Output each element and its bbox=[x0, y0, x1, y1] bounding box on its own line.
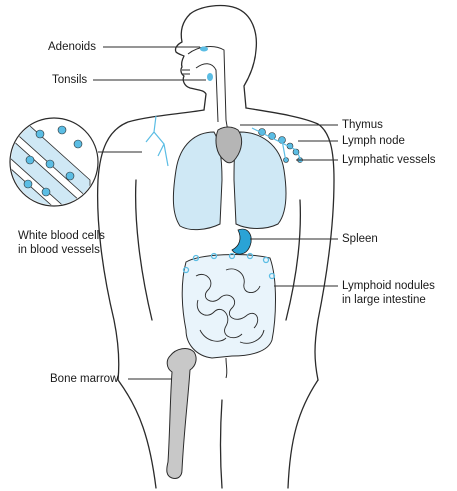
small-intestine bbox=[195, 268, 265, 344]
body-outline bbox=[97, 4, 335, 489]
thymus bbox=[215, 126, 243, 164]
label-thymus: Thymus bbox=[342, 119, 383, 131]
rectum bbox=[225, 357, 228, 379]
label-white-blood-cells-line1: White blood cells bbox=[18, 230, 105, 242]
right-lung bbox=[233, 131, 287, 229]
magnified-blood-vessel bbox=[9, 117, 99, 207]
arm-lymph-branches bbox=[145, 115, 169, 167]
label-lymphatic-vessels: Lymphatic vessels bbox=[342, 154, 436, 166]
leader-lines bbox=[93, 46, 338, 380]
label-white-blood-cells-line2: in blood vessels bbox=[18, 244, 100, 256]
adenoid-spot bbox=[200, 46, 208, 52]
lymphoid-nodules bbox=[182, 252, 276, 280]
label-tonsils: Tonsils bbox=[52, 74, 88, 86]
label-bone-marrow: Bone marrow bbox=[50, 373, 119, 385]
label-lymphoid-nodules-line2: in large intestine bbox=[342, 294, 426, 306]
teeth bbox=[182, 69, 190, 75]
label-adenoids: Adenoids bbox=[48, 41, 96, 53]
spleen bbox=[231, 228, 252, 255]
lymphatic-vessel-lines bbox=[251, 127, 303, 163]
tonsil-spot bbox=[207, 73, 213, 81]
label-lymphoid-nodules-line1: Lymphoid nodules bbox=[342, 280, 435, 292]
large-intestine bbox=[181, 254, 276, 359]
left-lung bbox=[172, 131, 223, 231]
femur bbox=[166, 348, 197, 479]
label-spleen: Spleen bbox=[342, 233, 378, 245]
label-lymph-node: Lymph node bbox=[342, 135, 405, 147]
